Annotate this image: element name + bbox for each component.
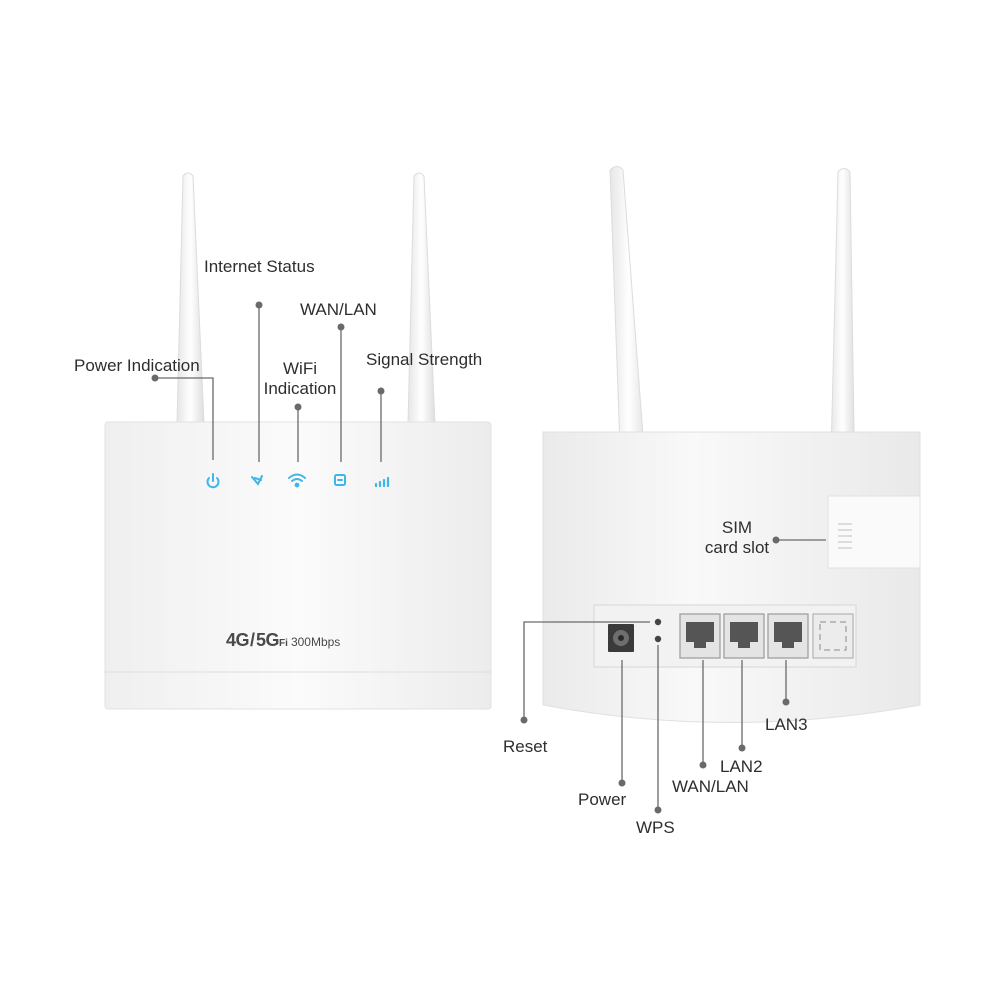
sim-label-line1: SIM (721, 518, 753, 537)
back-router-body (542, 431, 921, 723)
wan-lan-port-label: WAN/LAN (672, 777, 749, 796)
internet-status-label: Internet Status (204, 257, 315, 276)
signal-light-icon (374, 476, 390, 488)
sim-card-slot-label: SIM card slot (692, 518, 782, 558)
power-indication-label: Power Indication (74, 356, 200, 375)
front-router-body (104, 421, 492, 710)
front-right-antenna (407, 172, 436, 425)
wan-lan-light-icon (334, 474, 346, 486)
lan3-port-icon (767, 613, 809, 659)
wifi-indication-line2: Indication (263, 379, 337, 398)
front-router (104, 172, 492, 710)
internet-light-icon (251, 475, 263, 486)
wan-lan-indicator-label: WAN/LAN (300, 300, 377, 319)
wps-button-icon (654, 635, 662, 643)
front-callouts (155, 305, 382, 462)
phone-port-icon (812, 613, 854, 659)
brand-slash: / (250, 630, 256, 650)
power-port-label: Power (578, 790, 627, 809)
wan-lan-port-icon (679, 613, 721, 659)
indicator-lights (206, 473, 390, 489)
wifi-indication-label: WiFi Indication (258, 359, 342, 399)
reset-button-icon (654, 618, 662, 626)
wps-label: WPS (636, 818, 675, 837)
brand-wifi: Fi (279, 638, 288, 649)
reset-label: Reset (503, 737, 548, 756)
back-callouts (523, 539, 826, 810)
power-port-icon (608, 624, 634, 652)
signal-strength-label: Signal Strength (366, 350, 483, 369)
back-router (520, 166, 921, 814)
brand-4g: 4G (226, 630, 250, 650)
sim-slot-grip-icon (838, 523, 852, 549)
lan2-port-icon (723, 613, 765, 659)
brand-speed: 300Mbps (290, 635, 341, 649)
wifi-indication-line1: WiFi (283, 359, 317, 378)
brand-5g: 5G (256, 630, 280, 650)
lan2-label: LAN2 (720, 757, 763, 776)
power-light-icon (206, 473, 220, 489)
sim-slot-panel (827, 495, 921, 569)
front-left-antenna (176, 172, 205, 425)
lan3-label: LAN3 (765, 715, 808, 734)
sim-label-line2: card slot (704, 538, 770, 557)
wifi-light-icon (288, 473, 306, 488)
